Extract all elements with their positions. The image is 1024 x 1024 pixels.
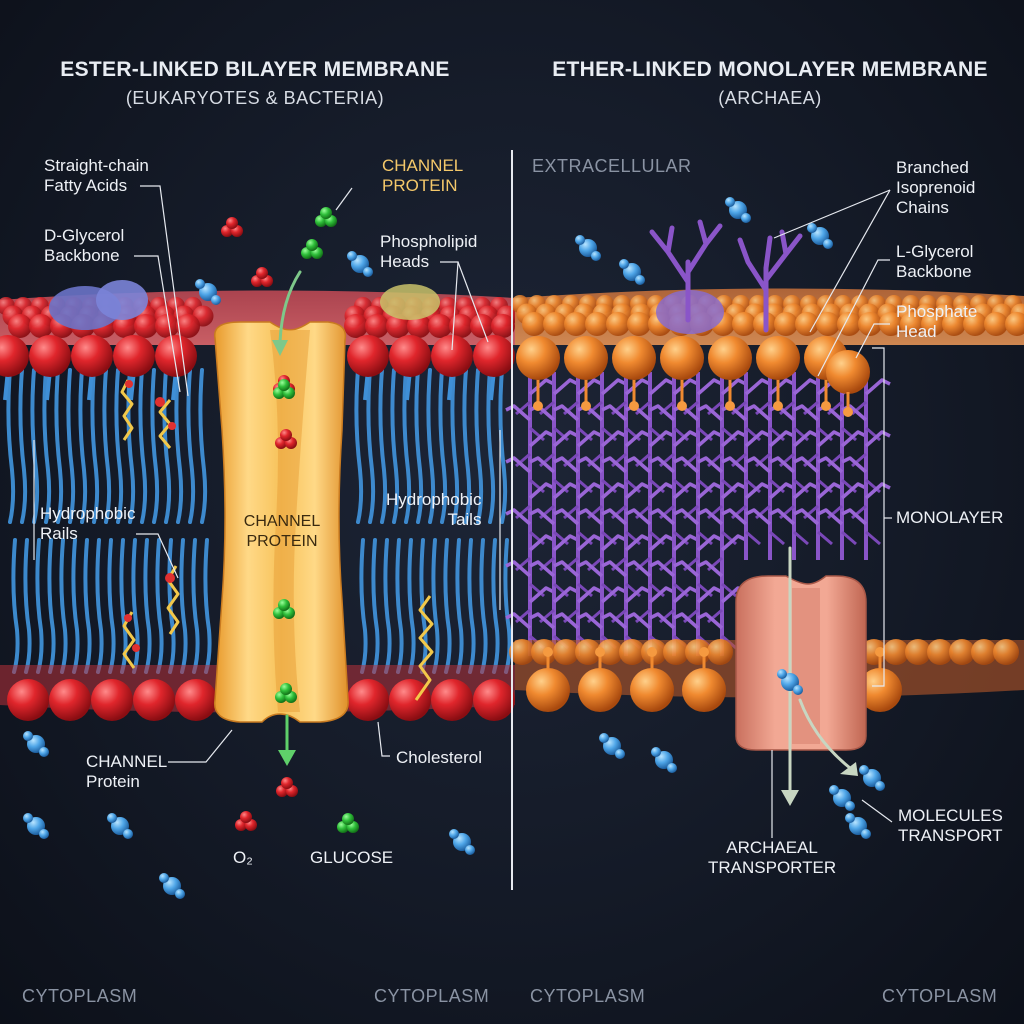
label-channel-protein-bottom: CHANNEL Protein — [86, 752, 168, 791]
label-archaeal-transporter: ARCHAEAL TRANSPORTER — [708, 838, 837, 877]
label-hydrophobic-tails: Hydrophobic Tails — [386, 490, 482, 529]
water-molecule — [159, 873, 185, 899]
oxygen-molecule — [251, 267, 273, 287]
ether-monolayer — [505, 219, 1024, 712]
glucose-molecule — [301, 239, 323, 259]
water-molecule — [195, 279, 221, 305]
glucose-molecule — [273, 599, 295, 619]
surface-protein — [380, 284, 440, 320]
label-phosphate-head: Phosphate Head — [896, 302, 978, 341]
water-molecule — [651, 747, 677, 773]
label-hydrophobic-rails: Hydrophobic Rails — [40, 504, 136, 543]
glucose-molecule — [337, 813, 359, 833]
label-cholesterol: Cholesterol — [396, 748, 482, 767]
oxygen-molecule — [221, 217, 243, 237]
glucose-molecule — [275, 683, 297, 703]
glucose-molecule — [315, 207, 337, 227]
water-molecule — [845, 813, 871, 839]
right-title: ETHER-LINKED MONOLAYER MEMBRANE — [552, 58, 988, 81]
oxygen-molecule — [235, 811, 257, 831]
left-title: ESTER-LINKED BILAYER MEMBRANE — [60, 58, 450, 81]
water-molecule — [347, 251, 373, 277]
oxygen-molecule — [276, 777, 298, 797]
glucose-molecule — [273, 379, 295, 399]
left-subtitle: (EUKARYOTES & BACTERIA) — [125, 88, 385, 108]
leader-lines — [33, 185, 893, 838]
label-cytoplasm-1: CYTOPLASM — [22, 986, 138, 1006]
water-molecule — [23, 731, 49, 757]
water-molecule — [107, 813, 133, 839]
label-branched-isoprenoid-chains: Branched Isoprenoid Chains — [896, 158, 976, 217]
oxygen-molecule — [275, 429, 297, 449]
label-extracellular: EXTRACELLULAR — [532, 156, 692, 176]
label-cytoplasm-4: CYTOPLASM — [882, 986, 998, 1006]
water-molecule — [23, 813, 49, 839]
water-molecule — [829, 785, 855, 811]
label-molecules-transport: MOLECULES TRANSPORT — [898, 806, 1003, 845]
archaeal-transporter — [735, 575, 867, 751]
label-phospholipid-heads: Phospholipid Heads — [380, 232, 478, 271]
water-molecule — [859, 765, 885, 791]
label-channel-protein-top: CHANNEL PROTEIN — [382, 156, 464, 195]
label-monolayer: MONOLAYER — [896, 508, 1004, 527]
label-glucose: GLUCOSE — [310, 848, 394, 867]
isoprenoid-branches — [649, 219, 803, 333]
label-cytoplasm-2: CYTOPLASM — [374, 986, 490, 1006]
water-molecule — [807, 223, 833, 249]
water-molecule — [449, 829, 475, 855]
label-o2: O₂ — [233, 848, 253, 867]
label-cytoplasm-3: CYTOPLASM — [530, 986, 646, 1006]
label-channel-protein-inner: CHANNEL PROTEIN — [243, 513, 321, 550]
water-molecule — [777, 669, 803, 695]
ester-bilayer — [0, 280, 518, 721]
water-molecule — [575, 235, 601, 261]
right-subtitle: (ARCHAEA) — [718, 88, 822, 108]
label-straight-chain-fatty-acids: Straight-chain Fatty Acids — [44, 156, 149, 195]
water-molecule — [619, 259, 645, 285]
label-l-glycerol-backbone: L-Glycerol Backbone — [896, 242, 974, 281]
label-d-glycerol-backbone: D-Glycerol Backbone — [44, 226, 125, 265]
water-molecule — [725, 197, 751, 223]
water-molecule — [599, 733, 625, 759]
